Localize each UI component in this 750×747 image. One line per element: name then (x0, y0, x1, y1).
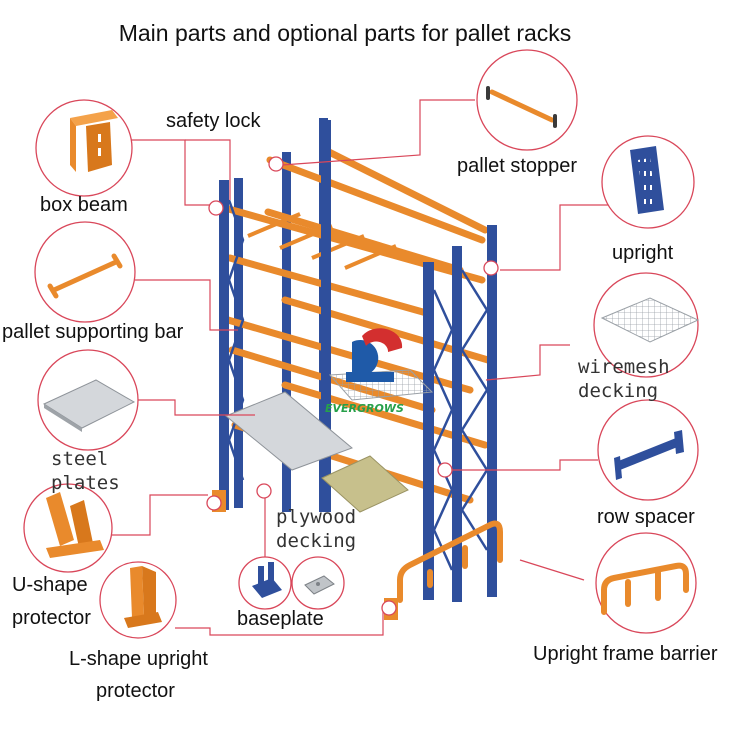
logo-text: EVERGROWS (325, 402, 404, 415)
upright-post (487, 225, 497, 597)
frame-bracing (227, 199, 489, 571)
baseplate-icon (252, 562, 282, 598)
label-box-beam: box beam (40, 194, 128, 216)
barrier-callout (595, 532, 697, 634)
beams (221, 146, 492, 504)
label-plywood-line2: decking (276, 530, 357, 552)
box-beam-icon (70, 110, 118, 172)
upright-icon (630, 146, 664, 214)
upright-post (282, 152, 291, 512)
upright-post (423, 262, 434, 600)
upright-frame-barrier-icon (601, 562, 689, 615)
label-l-shape-line1: L-shape upright (69, 648, 208, 670)
label-row-spacer: row spacer (597, 506, 695, 528)
pallet-supporting-bar-icon (47, 253, 123, 299)
row-spacer-icon (614, 430, 684, 480)
rack-frame-barrier (397, 520, 503, 603)
label-u-shape-line2: protector (12, 607, 91, 629)
wiremesh-icon (600, 297, 700, 343)
label-wiremesh-line2: decking (578, 380, 659, 402)
rack-plywood (321, 455, 409, 513)
steel-plate-icon (42, 379, 136, 432)
l-shape-protector-icon (124, 566, 162, 628)
label-u-shape-line1: U-shape (12, 574, 88, 596)
label-upright-frame-barrier: Upright frame barrier (533, 643, 718, 665)
label-plywood-line1: plywood (276, 506, 357, 528)
upright-post (452, 246, 462, 602)
upright-post (234, 178, 243, 508)
diagram-title: Main parts and optional parts for pallet… (118, 20, 572, 46)
u-shape-protector-icon (46, 492, 104, 558)
label-upright: upright (612, 242, 674, 264)
pallet-supporting-bar-callout (34, 221, 136, 323)
label-l-shape-line2: protector (96, 680, 175, 702)
upright-post (219, 180, 229, 510)
label-safety-lock: safety lock (166, 110, 261, 132)
label-steel-line2: plates (51, 472, 120, 494)
leader-lines (110, 99, 610, 636)
label-pallet-supporting-bar: pallet supporting bar (2, 321, 184, 343)
label-pallet-stopper: pallet stopper (457, 155, 578, 177)
label-wiremesh-line1: wiremesh (578, 356, 670, 378)
pallet-stopper-icon (486, 86, 557, 128)
label-baseplate: baseplate (237, 608, 324, 630)
pallet-stopper-callout (476, 49, 578, 151)
upright-post (321, 120, 331, 512)
label-steel-line1: steel (51, 448, 109, 470)
evergrows-logo: EVERGROWS (325, 328, 404, 415)
box-beam-callout (35, 99, 133, 197)
rack-steel-plate (225, 391, 353, 471)
main-rack: EVERGROWS (212, 118, 503, 620)
safety-lock-icon (304, 575, 335, 595)
